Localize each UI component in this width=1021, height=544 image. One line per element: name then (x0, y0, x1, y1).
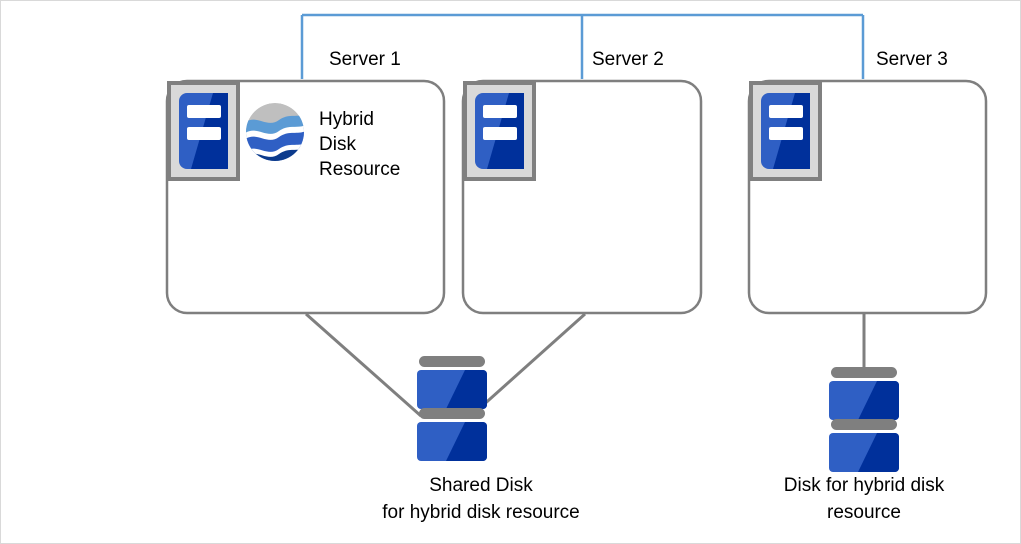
network-bracket (300, 13, 865, 79)
server-icon-3 (749, 81, 822, 181)
server-icon-2 (463, 81, 536, 181)
hybrid-disk-icon (829, 367, 899, 472)
server-label-2: Server 2 (592, 49, 664, 70)
hybrid-disk-resource-label: Hybrid Disk Resource (319, 109, 401, 180)
server-label-1: Server 1 (329, 49, 401, 70)
shared-disk-caption: Shared Disk for hybrid disk resource (382, 475, 580, 523)
server-label-3: Server 3 (876, 49, 948, 70)
hybrid-disk-caption: Disk for hybrid disk resource (783, 475, 945, 523)
shared-disk-icon (417, 356, 487, 461)
disk-connectors (305, 312, 866, 418)
server-icon-1 (167, 81, 240, 181)
